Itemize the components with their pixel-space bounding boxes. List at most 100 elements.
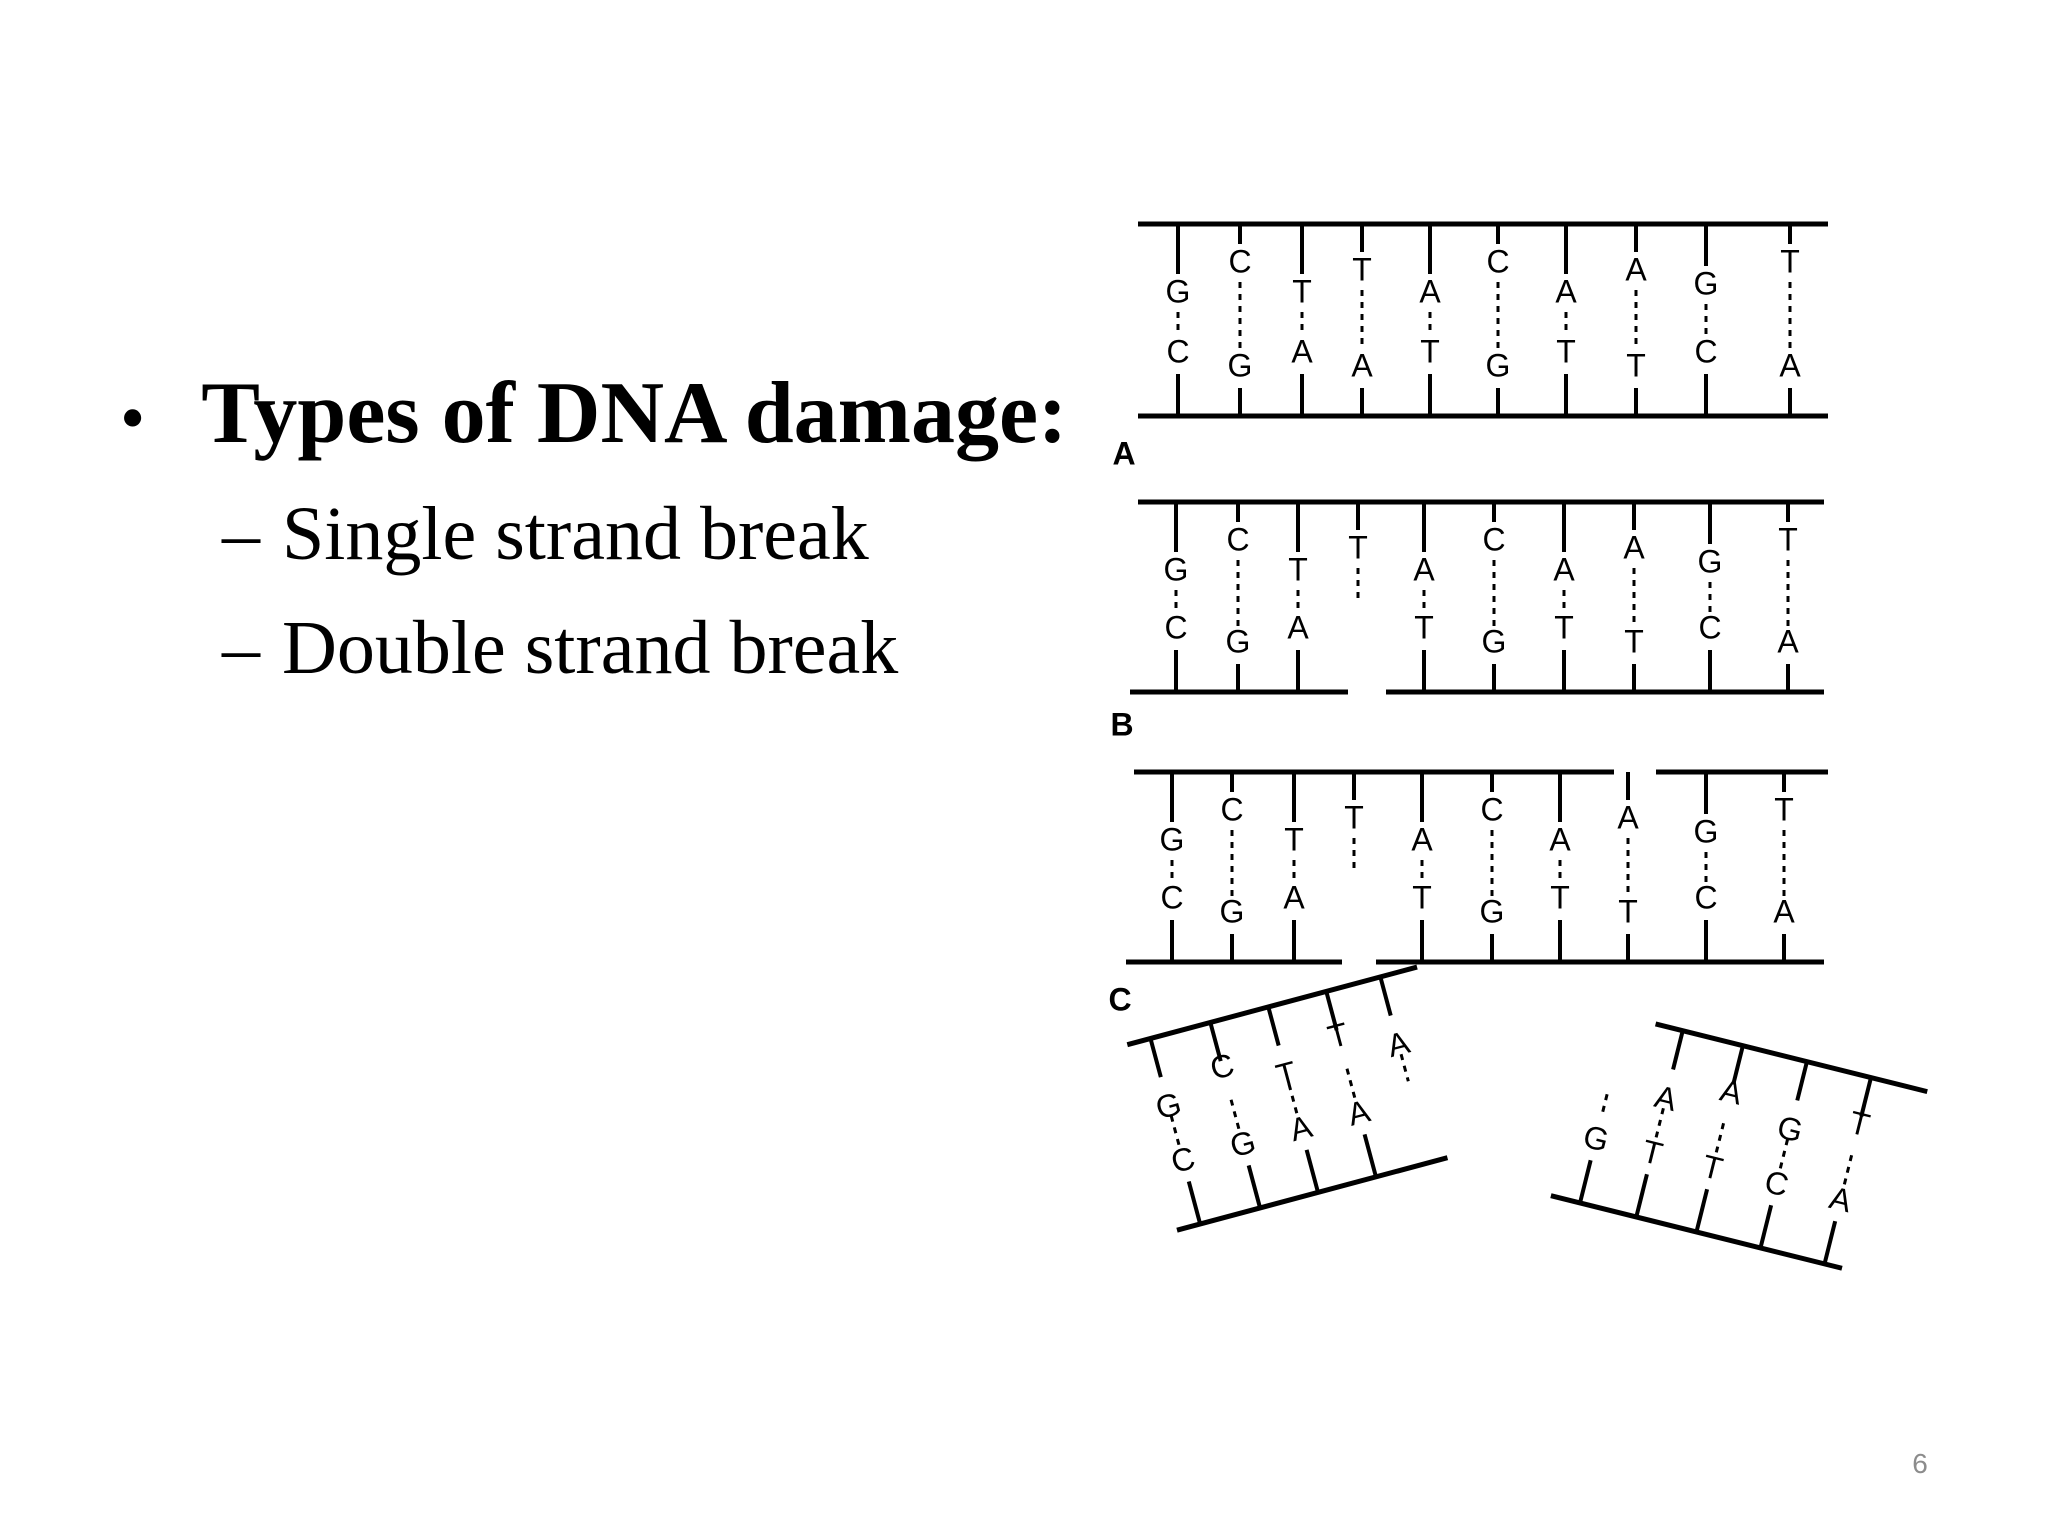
base-letter-bottom: A bbox=[1344, 1092, 1375, 1132]
base-letter-bottom: T bbox=[1550, 879, 1570, 915]
base-letter-top: A bbox=[1383, 1024, 1414, 1064]
base-letter-bottom: G bbox=[1486, 347, 1511, 383]
base-stick-bottom bbox=[1758, 1204, 1774, 1249]
base-letter-bottom: A bbox=[1287, 609, 1309, 645]
base-letter-top: G bbox=[1694, 265, 1719, 301]
base-stick-bottom bbox=[1822, 1220, 1838, 1265]
base-letter-bottom: A bbox=[1773, 893, 1795, 929]
base-stick-bottom bbox=[1634, 1173, 1649, 1218]
base-letter-bottom: T bbox=[1626, 347, 1646, 383]
base-stick-top bbox=[1859, 1077, 1873, 1117]
base-letter-bottom: T bbox=[1556, 333, 1576, 369]
base-letter-top: C bbox=[1226, 521, 1249, 557]
sub-bullet-text: Single strand break bbox=[282, 492, 869, 576]
base-letter-bottom: A bbox=[1779, 347, 1801, 383]
base-letter-top: A bbox=[1411, 821, 1433, 857]
bullet-dot: • bbox=[120, 378, 146, 458]
base-letter-top: G bbox=[1160, 821, 1185, 857]
base-letter-bottom: T bbox=[1414, 609, 1434, 645]
base-letter-bottom: C bbox=[1164, 609, 1187, 645]
base-letter-bottom: T bbox=[1699, 1148, 1727, 1188]
base-letter-top: T bbox=[1288, 551, 1308, 587]
base-letter-bottom: T bbox=[1624, 623, 1644, 659]
hydrogen-bond bbox=[1654, 1107, 1665, 1138]
base-letter-top: T bbox=[1324, 1015, 1352, 1055]
sub-bullet-dash: – bbox=[222, 606, 260, 690]
base-letter-bottom: T bbox=[1618, 893, 1638, 929]
base-letter-bottom: G bbox=[1480, 893, 1505, 929]
base-letter-top: C bbox=[1220, 791, 1243, 827]
hydrogen-bond bbox=[1778, 1138, 1790, 1169]
base-letter-bottom: G bbox=[1226, 623, 1251, 659]
bottom-strand-backbone bbox=[1176, 1155, 1449, 1233]
base-letter-top: C bbox=[1228, 243, 1251, 279]
base-letter-top: T bbox=[1780, 243, 1800, 279]
base-letter-top: A bbox=[1555, 273, 1577, 309]
base-letter-bottom: T bbox=[1412, 879, 1432, 915]
base-stick-top bbox=[1208, 1021, 1223, 1062]
heading-bullet: • Types of DNA damage: bbox=[120, 370, 1067, 458]
base-letter-bottom: A bbox=[1286, 1108, 1317, 1148]
base-letter-top: T bbox=[1344, 799, 1364, 835]
base-letter-bottom: C bbox=[1698, 609, 1721, 645]
hydrogen-bond bbox=[1287, 1083, 1299, 1114]
base-letter-top: C bbox=[1206, 1046, 1238, 1087]
base-stick-top bbox=[1148, 1037, 1163, 1078]
base-letter-top: A bbox=[1651, 1078, 1681, 1118]
base-letter-bottom: G bbox=[1228, 347, 1253, 383]
hydrogen-bond bbox=[1229, 1099, 1241, 1130]
base-letter-top: G bbox=[1164, 551, 1189, 587]
bullet-list: • Types of DNA damage: – Single strand b… bbox=[120, 370, 1067, 687]
base-stick-bottom bbox=[1578, 1159, 1593, 1204]
hydrogen-bond bbox=[1169, 1115, 1181, 1146]
base-stick-top bbox=[1671, 1030, 1685, 1070]
base-letter-top: C bbox=[1482, 521, 1505, 557]
base-letter-bottom: A bbox=[1351, 347, 1373, 383]
base-letter-top: T bbox=[1272, 1054, 1300, 1094]
base-letter-top: T bbox=[1352, 251, 1372, 287]
base-stick-top bbox=[1378, 976, 1393, 1017]
base-letter-top: A bbox=[1549, 821, 1571, 857]
base-letter-top: C bbox=[1480, 791, 1503, 827]
hydrogen-bond bbox=[1842, 1154, 1854, 1185]
base-letter-bottom: C bbox=[1761, 1163, 1792, 1204]
base-stick-top bbox=[1324, 990, 1339, 1031]
base-letter-bottom: G bbox=[1220, 893, 1245, 929]
base-letter-bottom: G bbox=[1226, 1123, 1259, 1164]
page-number: 6 bbox=[1912, 1448, 1928, 1479]
base-letter-bottom: A bbox=[1777, 623, 1799, 659]
base-letter-bottom: C bbox=[1160, 879, 1183, 915]
base-stick-top bbox=[1266, 1006, 1281, 1047]
base-letter-top: T bbox=[1778, 521, 1798, 557]
base-letter-top: C bbox=[1486, 243, 1509, 279]
base-letter-top: G bbox=[1152, 1085, 1185, 1126]
base-letter-bottom: C bbox=[1694, 879, 1717, 915]
base-letter-bottom: C bbox=[1167, 1139, 1199, 1180]
base-letter-top: A bbox=[1413, 551, 1435, 587]
bottom-strand-backbone bbox=[1550, 1193, 1843, 1271]
base-letter-top: G bbox=[1694, 813, 1719, 849]
base-letter-top: A bbox=[1717, 1072, 1747, 1112]
broken-hydrogen-bond bbox=[1399, 1053, 1410, 1082]
base-letter-bottom: G bbox=[1482, 623, 1507, 659]
hydrogen-bond bbox=[1714, 1122, 1725, 1153]
sub-bullet-double-strand: – Double strand break bbox=[222, 610, 1067, 686]
base-stick-bottom bbox=[1362, 1133, 1378, 1178]
base-letter-bottom: C bbox=[1166, 333, 1189, 369]
top-strand-backbone bbox=[1126, 964, 1418, 1048]
dna-diagram-svg: GCCGTATAATCGATATGCTAAGCCGTATATCGATATGCTA… bbox=[1108, 221, 1928, 1271]
base-stick-bottom bbox=[1304, 1149, 1320, 1193]
base-letter-bottom: G bbox=[1580, 1118, 1613, 1159]
base-stick-bottom bbox=[1694, 1188, 1710, 1233]
base-stick-bottom bbox=[1186, 1180, 1203, 1225]
base-stick-top bbox=[1795, 1061, 1809, 1101]
base-letter-top: T bbox=[1284, 821, 1304, 857]
panel-label-a: A bbox=[1112, 435, 1135, 471]
base-letter-top: T bbox=[1348, 529, 1368, 565]
top-strand-backbone bbox=[1654, 1021, 1928, 1095]
base-letter-bottom: C bbox=[1694, 333, 1717, 369]
base-letter-top: A bbox=[1419, 273, 1441, 309]
